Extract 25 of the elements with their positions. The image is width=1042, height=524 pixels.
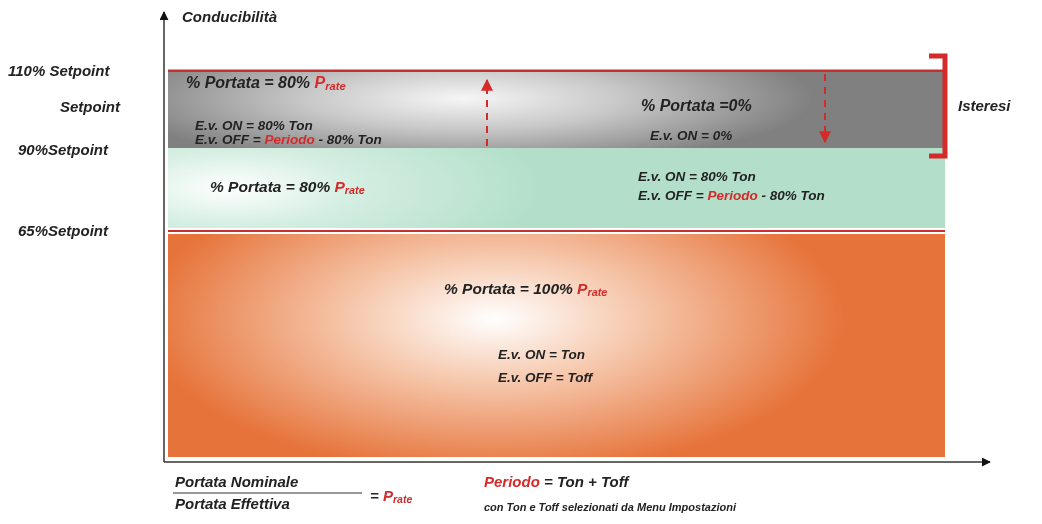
level-label: 90%Setpoint [18, 142, 108, 159]
band-text: % Portata = 80% P$_{rate}$ [186, 74, 346, 92]
band-text: E.v. ON = 80% Ton [195, 119, 313, 134]
band-text: E.v. OFF = Toff [498, 371, 593, 386]
band-text: E.v. OFF = Periodo - 80% Ton [195, 133, 382, 148]
formula-text: Portata Effettiva [175, 496, 290, 513]
level-label: Setpoint [60, 99, 120, 116]
band-text: % Portata = 80% P$_{rate}$ [210, 178, 365, 197]
level-band [168, 234, 945, 457]
formula-text: = P$_{rate}$ [370, 488, 413, 506]
formula-text: Portata Nominale [175, 474, 299, 491]
note-text: con Ton e Toff selezionati da Menu Impostazioni [484, 501, 736, 514]
level-label: 110% Setpoint [8, 63, 110, 80]
band-text: E.v. ON = Ton [498, 348, 585, 363]
hysteresis-label: Isteresi [958, 98, 1011, 115]
band-text: % Portata = 100% P$_{rate}$ [444, 280, 608, 299]
level-label: 65%Setpoint [18, 223, 108, 240]
band-text: E.v. ON = 80% Ton [638, 170, 756, 185]
band-text: E.v. OFF = Periodo - 80% Ton [638, 189, 825, 204]
level-band [168, 72, 945, 148]
axis-label: Conducibilità [182, 9, 277, 26]
formula-text: Periodo = Ton + Toff [484, 474, 629, 491]
band-text: % Portata =0% [641, 97, 752, 115]
band-text: E.v. ON = 0% [650, 129, 733, 144]
level-band [168, 148, 945, 228]
